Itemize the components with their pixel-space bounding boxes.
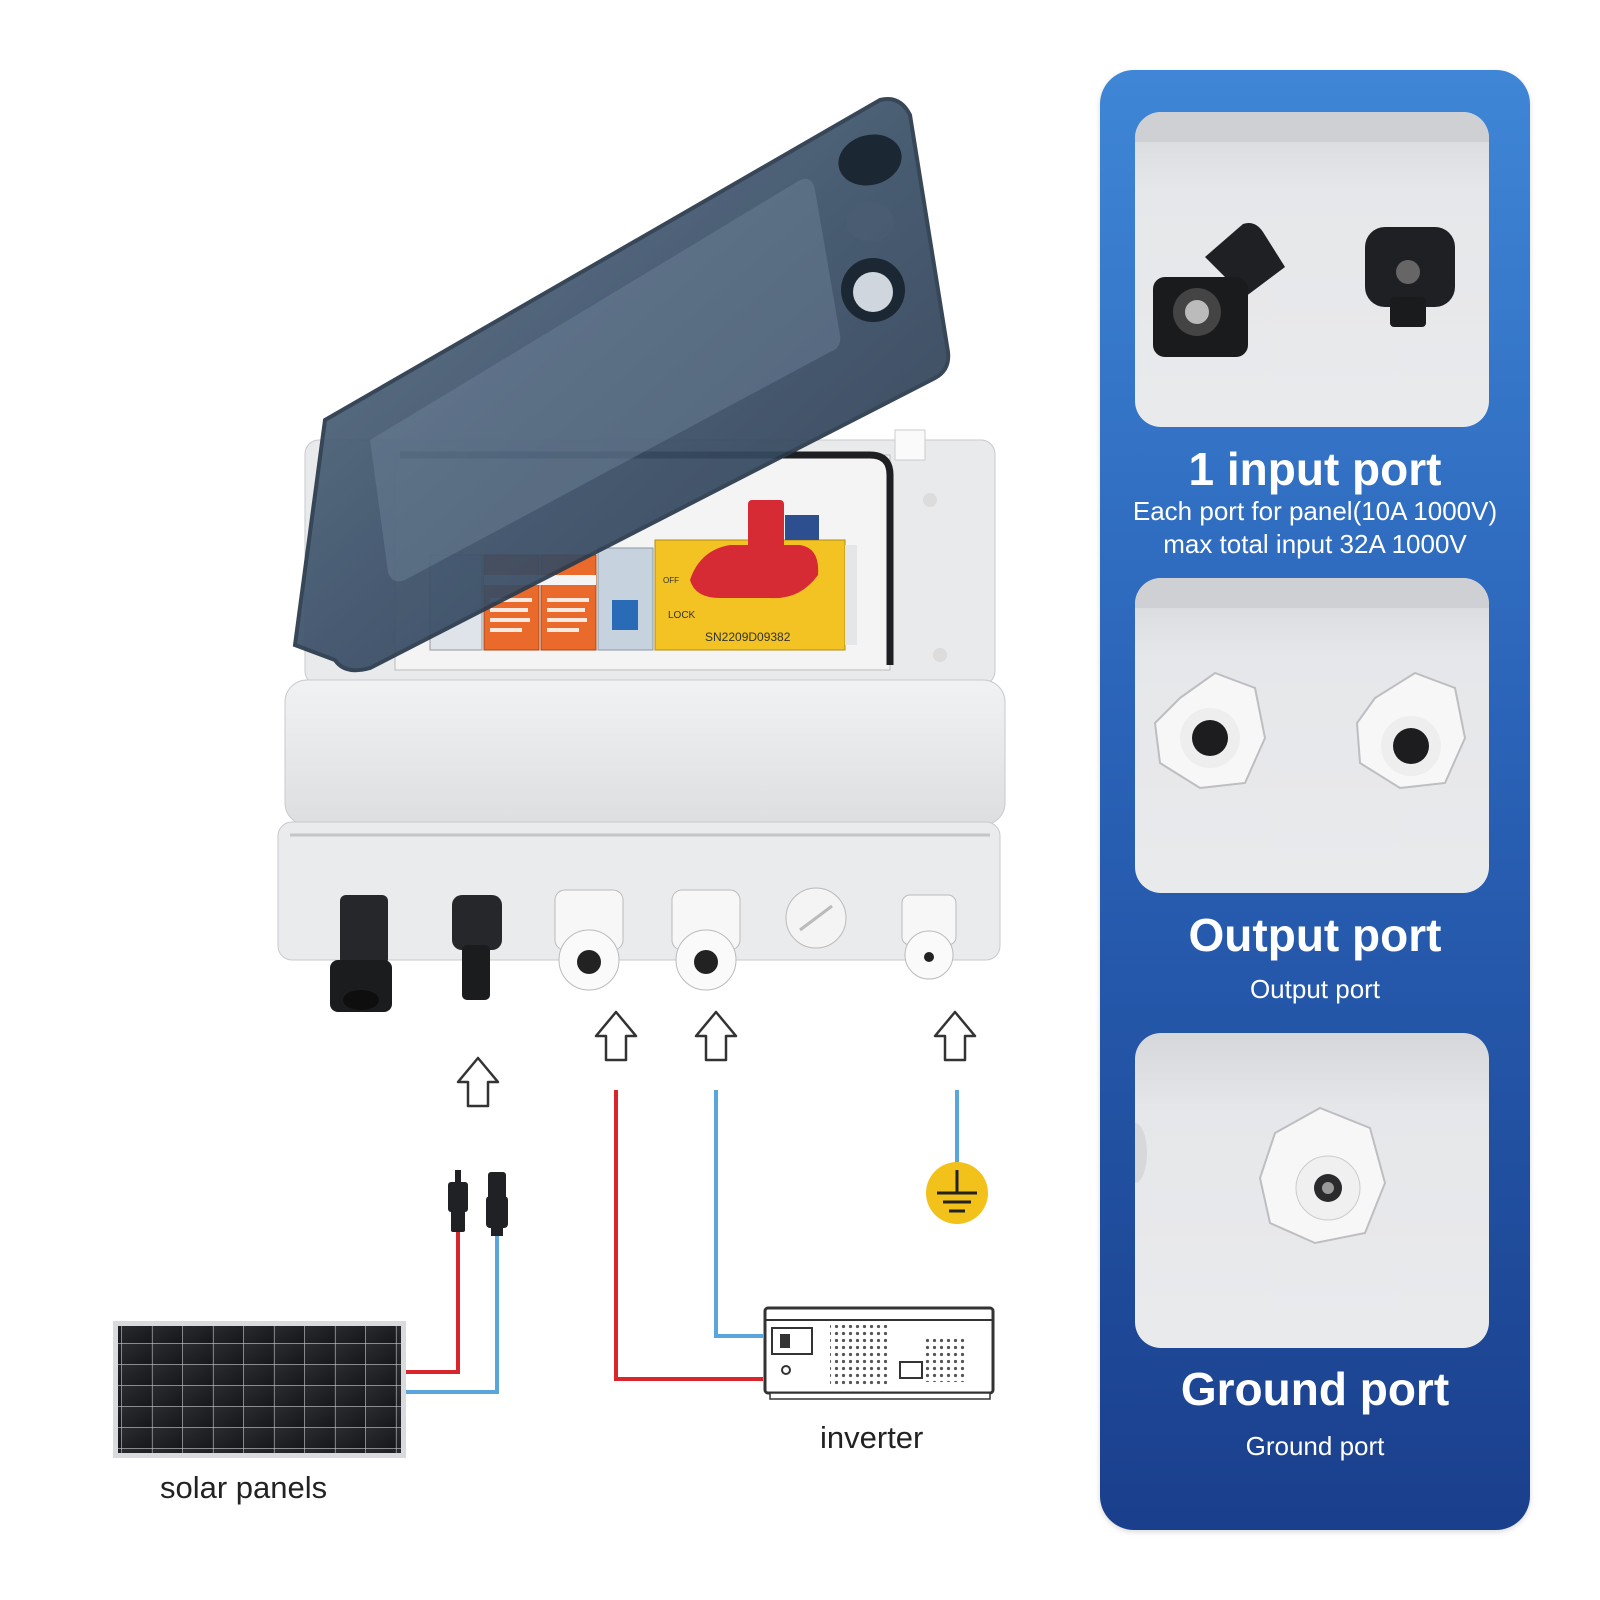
output-port-subtitle: Output port (1249, 974, 1381, 1004)
arrow-up-icon (694, 1010, 738, 1062)
blank-plug (785, 887, 847, 949)
solar-panels-label: solar panels (160, 1470, 328, 1505)
solar-panel-icon (113, 1321, 406, 1458)
cable-gland-icon (1153, 671, 1267, 790)
transparent-lid (292, 97, 951, 673)
output-port-title: Output port (1188, 909, 1442, 961)
switch-off-label: OFF (663, 576, 679, 585)
ground-port-photo (1135, 1033, 1489, 1348)
port-info-panel: 1 input port Each port for panel(10A 100… (1100, 70, 1530, 1530)
mc4-female-connector-icon (1153, 223, 1285, 357)
input-port-desc-2: max total input 32A 1000V (1163, 529, 1467, 559)
serial-number: SN2209D09382 (705, 630, 791, 644)
wiring-diagram: LOCK OFF SN2209D09382 (113, 97, 1006, 1458)
output-port-photo (1135, 578, 1489, 893)
ground-cable-gland-on-box (901, 894, 957, 980)
inverter-label: inverter (820, 1420, 924, 1455)
ground-port-title: Ground port (1180, 1363, 1450, 1415)
input-port-title: 1 input port (1188, 443, 1442, 495)
input-port-desc-1: Each port for panel(10A 1000V) (1132, 496, 1498, 526)
inverter-icon (763, 1306, 995, 1400)
arrow-up-icon (933, 1010, 977, 1062)
arrow-up-icon (594, 1010, 638, 1062)
arrow-up-icon (456, 1056, 500, 1108)
cable-gland-icon (1355, 671, 1467, 790)
switch-lock-label: LOCK (668, 610, 696, 621)
input-port-photo (1135, 112, 1489, 427)
positive-wire-inverter (614, 1090, 763, 1381)
ground-cable-gland-icon (1258, 1106, 1387, 1245)
mc4-connector-pair-on-box (330, 895, 502, 1012)
ground-symbol-icon (926, 1162, 988, 1224)
mc4-connector-icon (448, 1170, 508, 1236)
positive-wire-panel (400, 1228, 460, 1374)
output-cable-glands-on-box (554, 889, 741, 991)
mc4-male-connector-icon (1365, 227, 1455, 327)
ground-port-subtitle: Ground port (1245, 1431, 1385, 1461)
negative-wire-inverter (714, 1090, 763, 1338)
negative-wire-panel (400, 1228, 499, 1394)
